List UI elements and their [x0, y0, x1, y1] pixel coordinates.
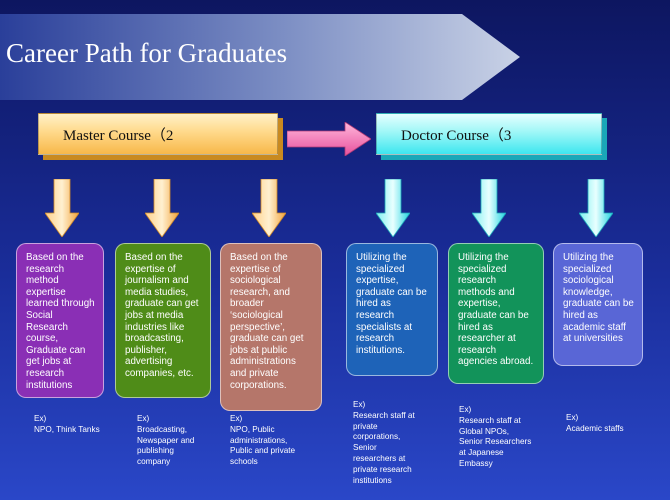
example-line: researchers at [353, 453, 406, 463]
down-arrow-icon [472, 179, 506, 237]
example-line: Embassy [459, 458, 493, 468]
master-card-research-method: Based on the research method expertise l… [16, 243, 104, 398]
doctor-card-research-specialists: Utilizing the specialized expertise, gra… [346, 243, 438, 376]
example-line: Ex) [566, 413, 579, 422]
example-line: Newspaper and [137, 435, 195, 445]
example-line: Ex) [230, 414, 243, 423]
down-arrow-icon [252, 179, 286, 237]
doctor-card-academic-staff: Utilizing the specialized sociological k… [553, 243, 643, 366]
example-line: Ex) [34, 414, 47, 423]
example-line: Ex) [353, 400, 366, 409]
down-arrow-icon [145, 179, 179, 237]
example-line: corporations, [353, 432, 401, 442]
right-arrow-icon [287, 122, 371, 156]
example-line: Public and private [230, 446, 296, 456]
example-line: private research [353, 464, 412, 474]
title-banner [0, 14, 520, 100]
example-line: Senior [353, 443, 377, 453]
example-line: institutions [353, 475, 392, 485]
master-examples-2: Ex) Broadcasting, Newspaper and publishi… [137, 414, 194, 468]
master-card-media-studies: Based on the expertise of journalism and… [115, 243, 211, 398]
master-card-sociological-perspective: Based on the expertise of sociological r… [220, 243, 322, 411]
doctor-examples-2: Ex) Research staff at Global NPOs, Senio… [459, 405, 531, 470]
example-line: NPO, Think Tanks [34, 424, 100, 434]
doctor-course-box: Doctor Course（3 [376, 113, 602, 155]
doctor-examples-1: Ex) Research staff at private corporatio… [353, 400, 415, 486]
page-title: Career Path for Graduates [6, 38, 288, 68]
example-line: schools [230, 457, 258, 467]
example-line: Ex) [459, 405, 472, 414]
example-line: Broadcasting, [137, 424, 188, 434]
down-arrow-icon [376, 179, 410, 237]
master-examples-1: Ex) NPO, Think Tanks [34, 414, 100, 436]
example-line: Senior Researchers [459, 437, 532, 447]
example-line: Research staff at [353, 410, 415, 420]
down-arrow-icon [579, 179, 613, 237]
master-examples-3: Ex) NPO, Public administrations, Public … [230, 414, 295, 468]
example-line: company [137, 457, 171, 467]
example-line: private [353, 421, 378, 431]
example-line: at Japanese [459, 448, 504, 458]
master-course-box: Master Course（2 [38, 113, 278, 155]
doctor-card-research-abroad: Utilizing the specialized research metho… [448, 243, 544, 384]
doctor-course-label: Doctor Course（3 [401, 127, 512, 144]
doctor-examples-3: Ex) Academic staffs [566, 413, 624, 435]
example-line: Global NPOs, [459, 426, 510, 436]
example-line: NPO, Public [230, 424, 275, 434]
down-arrow-icon [45, 179, 79, 237]
example-line: Research staff at [459, 415, 521, 425]
example-line: Ex) [137, 414, 150, 423]
example-line: publishing [137, 446, 174, 456]
master-course-label: Master Course（2 [63, 127, 174, 144]
example-line: administrations, [230, 435, 288, 445]
example-line: Academic staffs [566, 423, 624, 433]
